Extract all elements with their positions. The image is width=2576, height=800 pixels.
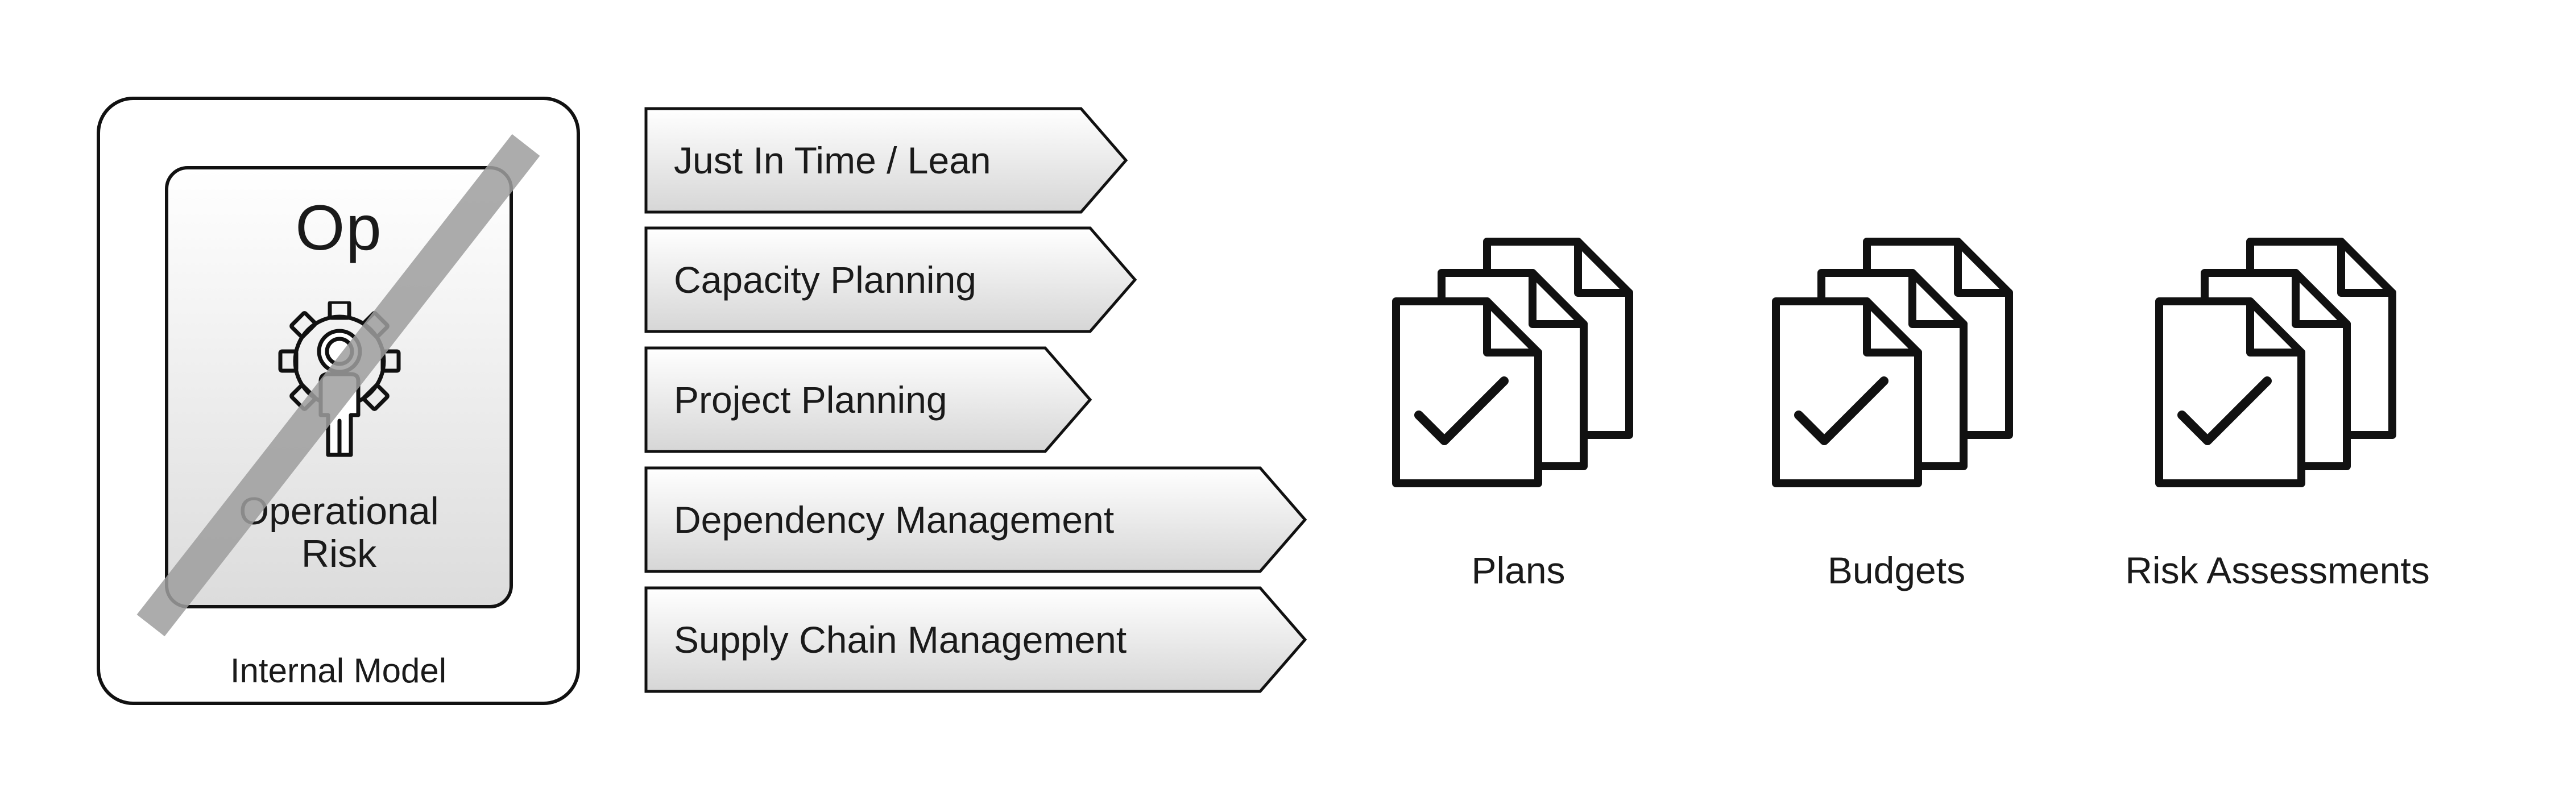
arrow-label: Capacity Planning <box>674 259 976 301</box>
risk-code: Op <box>295 192 383 263</box>
arrow-label: Project Planning <box>674 379 947 421</box>
arrow-label: Just In Time / Lean <box>674 139 991 181</box>
risk-name-line-1: Operational <box>239 490 439 533</box>
model-caption: Internal Model <box>230 652 447 690</box>
checked-documents-icon <box>1388 236 1649 498</box>
risk-name: Operational Risk <box>165 490 513 575</box>
gear-person-icon <box>274 300 405 461</box>
arrow-dependency-management: Dependency Management <box>644 466 1308 573</box>
arrow-just-in-time: Just In Time / Lean <box>644 107 1128 214</box>
arrow-project-planning: Project Planning <box>644 346 1092 453</box>
risk-name-line-2: Risk <box>301 532 377 575</box>
checked-documents-icon <box>1767 236 2029 498</box>
arrow-supply-chain-management: Supply Chain Management <box>644 586 1308 693</box>
output-caption-risk-assessments: Risk Assessments <box>2125 549 2430 591</box>
output-caption-plans: Plans <box>1471 549 1566 591</box>
arrow-capacity-planning: Capacity Planning <box>644 226 1137 333</box>
arrow-label: Supply Chain Management <box>674 619 1127 661</box>
output-caption-budgets: Budgets <box>1827 549 1966 591</box>
arrow-label: Dependency Management <box>674 499 1115 541</box>
checked-documents-icon <box>2151 236 2412 498</box>
